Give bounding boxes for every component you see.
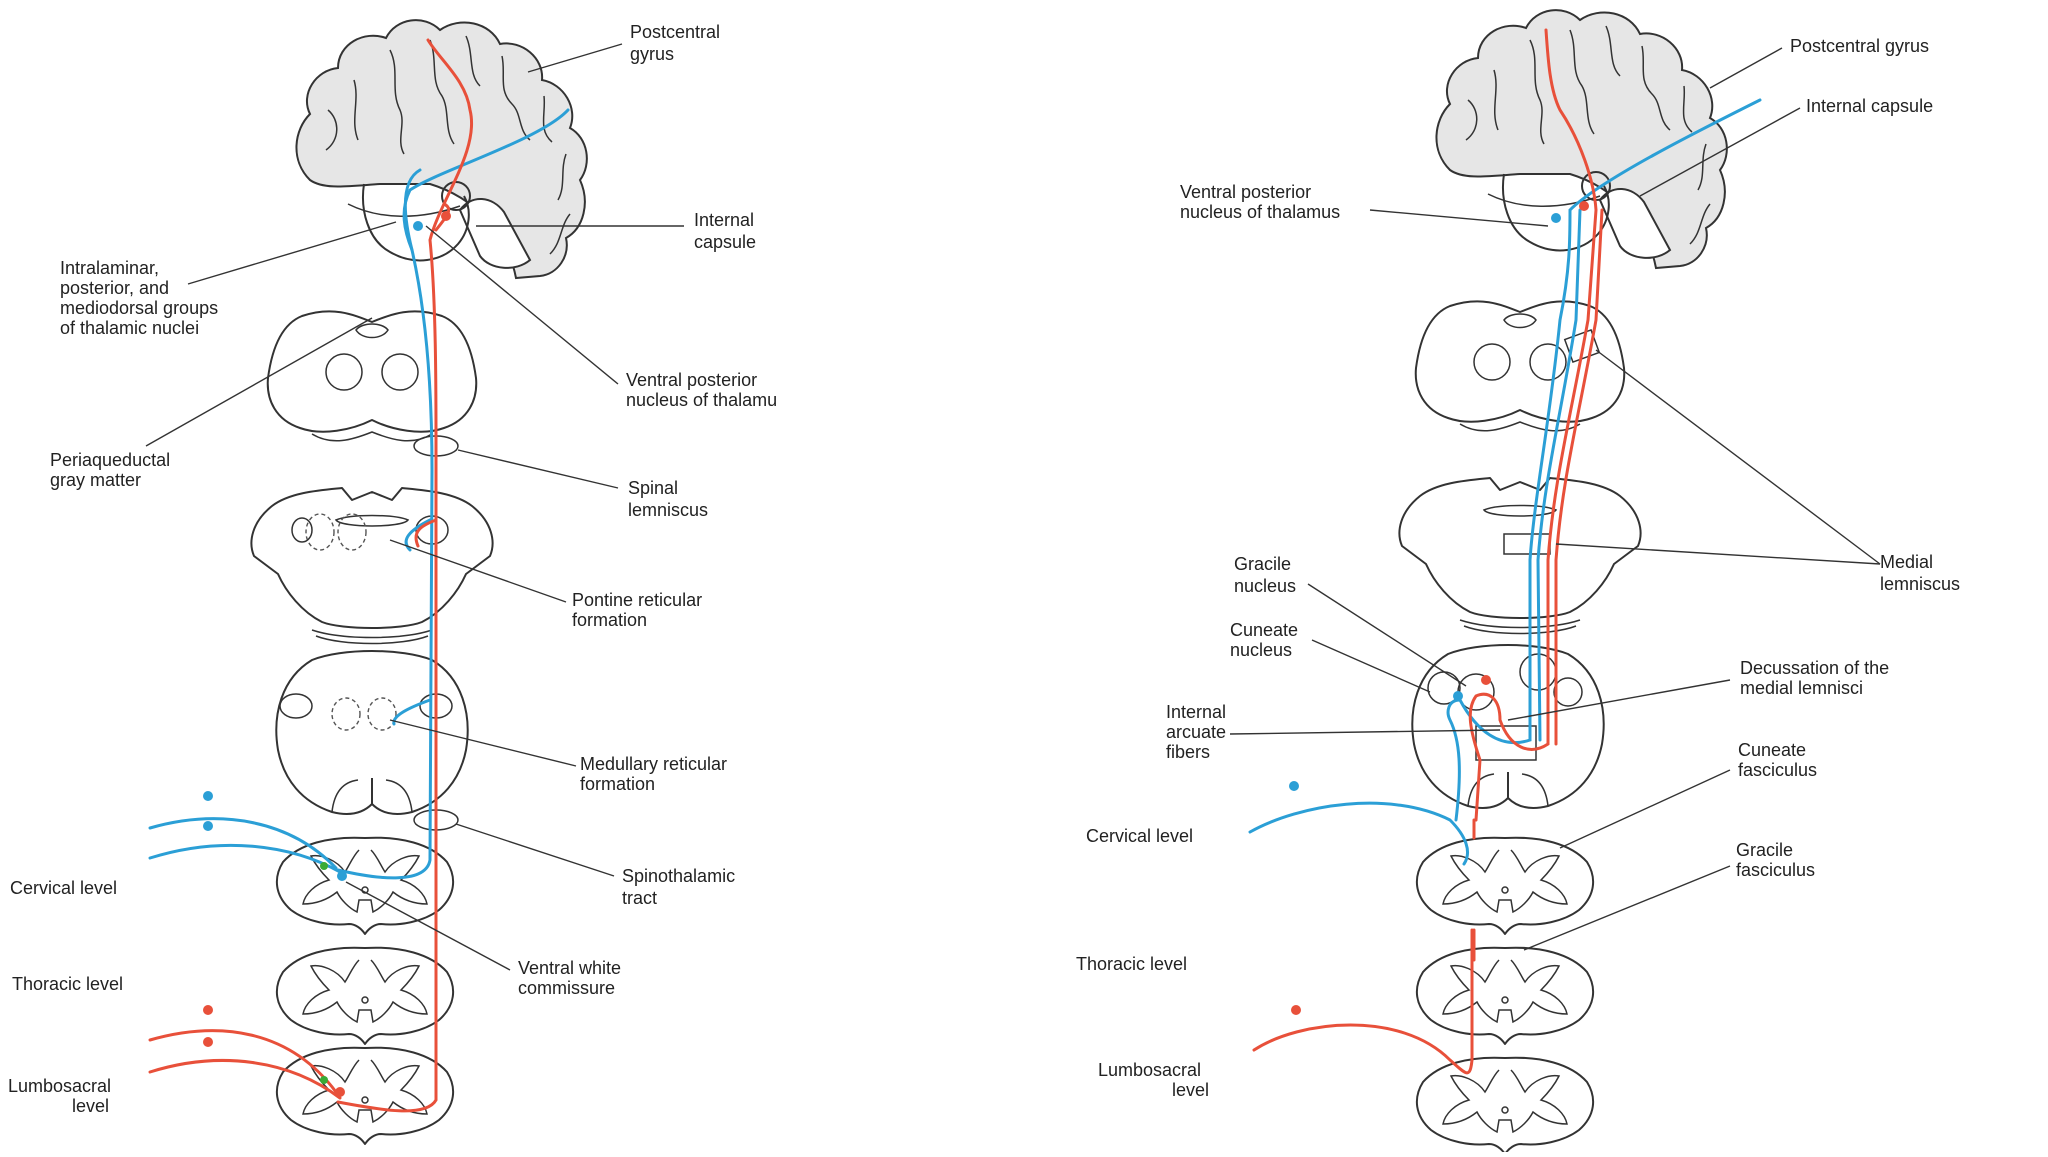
medial-lemniscus-midbrain bbox=[1563, 328, 1601, 364]
label-right-cervical: Cervical level bbox=[1086, 826, 1193, 846]
medullary-reticular-nucleus-2 bbox=[367, 697, 397, 731]
lumbar-red-afferent-1 bbox=[148, 1029, 338, 1094]
lumbar-red-afferent-2 bbox=[148, 1059, 342, 1100]
left-pons-section bbox=[250, 487, 494, 645]
pontine-reticular-nucleus-2 bbox=[337, 513, 367, 551]
right-midbrain-section bbox=[1414, 300, 1626, 432]
cervical-dorsal-root-ganglion bbox=[203, 791, 213, 801]
right-pons-section bbox=[1398, 477, 1642, 635]
left-leader-lines bbox=[145, 43, 684, 971]
lumbar-dorsal-root-ganglion bbox=[203, 1005, 213, 1015]
left-cervical-cord bbox=[275, 836, 455, 935]
label-right-postcentral-gyrus: Postcentral gyrus bbox=[1790, 36, 1929, 56]
right-cervical-ganglion bbox=[1289, 781, 1299, 791]
label-right-thoracic: Thoracic level bbox=[1076, 954, 1187, 974]
label-left-cervical: Cervical level bbox=[10, 878, 117, 898]
pontine-reticular-nucleus bbox=[305, 513, 335, 551]
left-lumbosacral-cord bbox=[275, 1046, 455, 1145]
label-right-internal-capsule: Internal capsule bbox=[1806, 96, 1933, 116]
left-thoracic-cord bbox=[275, 946, 455, 1045]
right-cervical-cord bbox=[1415, 836, 1595, 935]
green-interneuron bbox=[320, 862, 328, 870]
right-lumbar-ganglion bbox=[1291, 1005, 1301, 1015]
right-thoracic-cord bbox=[1415, 946, 1595, 1045]
left-midbrain-section bbox=[266, 310, 478, 442]
medullary-reticular-nucleus bbox=[331, 697, 361, 731]
right-diagram: Postcentral gyrus Internal capsule Ventr… bbox=[1076, 9, 1960, 1155]
right-blue-ascending-tract bbox=[1248, 98, 1762, 866]
left-blue-ascending-tract bbox=[336, 108, 570, 880]
medial-lemniscus-pons bbox=[1503, 533, 1551, 555]
right-red-ascending-tract bbox=[1252, 28, 1598, 1075]
right-lumbosacral-cord bbox=[1415, 1056, 1595, 1155]
label-left-thoracic: Thoracic level bbox=[12, 974, 123, 994]
cervical-blue-afferent-2 bbox=[148, 843, 342, 874]
cervical-blue-afferent-1 bbox=[148, 817, 338, 870]
left-red-ascending-tract bbox=[336, 38, 473, 1113]
right-leader-lines bbox=[1229, 47, 1881, 951]
